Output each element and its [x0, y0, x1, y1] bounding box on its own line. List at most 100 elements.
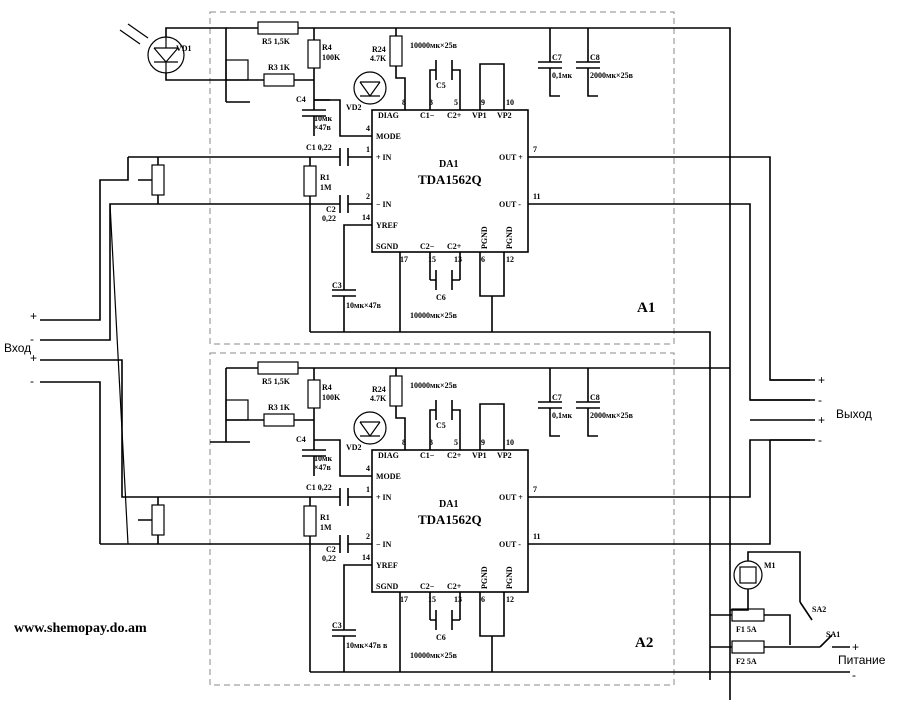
- pin-number: 11: [533, 532, 541, 541]
- pin-number: 17: [400, 595, 408, 604]
- r4-resistor: [307, 39, 321, 69]
- chip-type: TDA1562Q: [418, 512, 482, 527]
- r24-resistor: [389, 35, 403, 67]
- fuse-wires: [710, 601, 820, 648]
- pin-number: 5: [454, 438, 458, 447]
- input-a2-wires: [40, 359, 128, 544]
- r4-label: R4: [322, 43, 332, 52]
- pin-number: 14: [362, 213, 370, 222]
- r24-value: 4.7K: [370, 394, 387, 403]
- c4-value: 10мк: [314, 454, 332, 463]
- r24-wires: [395, 368, 406, 450]
- pin-number: 10: [506, 438, 514, 447]
- c3-label: C3: [332, 281, 342, 290]
- r1-label: R1: [320, 173, 330, 182]
- output-wires: [750, 379, 815, 441]
- c5-value: 10000мк×25в: [410, 381, 458, 390]
- pin-label: PGND: [505, 226, 514, 249]
- output-minus-2: -: [818, 433, 822, 447]
- c8-label: C8: [590, 53, 600, 62]
- trimmer-box: [225, 59, 249, 81]
- pin-number: 1: [366, 145, 370, 154]
- trimmer-box: [225, 399, 249, 421]
- power-plus: +: [852, 640, 859, 654]
- pin-number: 1: [366, 485, 370, 494]
- pin-label: SGND: [376, 582, 398, 591]
- pin-number: 4: [366, 464, 370, 473]
- chip-type: TDA1562Q: [418, 172, 482, 187]
- c4-value: ×47в: [314, 123, 332, 132]
- chip-name: DA1: [439, 499, 458, 510]
- out-plus-wire: [528, 439, 810, 498]
- block-a2: DA1 TDA1562Q DIAG C1− C2+ VP1 VP2 MODE +…: [100, 361, 850, 673]
- c1-label: C1 0,22: [306, 483, 332, 492]
- block-a1: DA1 TDA1562Q DIAG C1− C2+ VP1 VP2 MODE +…: [119, 21, 810, 700]
- c4-label: C4: [296, 95, 306, 104]
- pin-label: + IN: [376, 493, 392, 502]
- c7-label: C7: [552, 53, 562, 62]
- pot-a1: [151, 164, 165, 196]
- c7-c8-capacitors: [538, 28, 600, 97]
- pin-number: 8: [402, 98, 406, 107]
- pin-number: 6: [481, 595, 485, 604]
- r1-resistor: [303, 505, 317, 537]
- pin-label: C2+: [447, 582, 462, 591]
- c6-capacitor: [399, 592, 461, 672]
- pin-number: 8: [402, 438, 406, 447]
- pin-number: 7: [533, 485, 537, 494]
- website-label: www.shemopay.do.am: [14, 621, 147, 636]
- c7-label: C7: [552, 393, 562, 402]
- c1-label: C1 0,22: [306, 143, 332, 152]
- output-label: Выход: [836, 407, 872, 421]
- pin-number: 12: [506, 595, 514, 604]
- pin-label: OUT -: [499, 540, 521, 549]
- pin-number: 12: [506, 255, 514, 264]
- chip-da1-a1: [371, 109, 529, 253]
- r24-value: 4.7K: [370, 54, 387, 63]
- pin-number: 3: [429, 438, 433, 447]
- c4-value: 10мк: [314, 114, 332, 123]
- pin-label: DIAG: [378, 451, 399, 460]
- pin-number: 6: [481, 255, 485, 264]
- pin-label: DIAG: [378, 111, 399, 120]
- pot-a2: [151, 504, 165, 536]
- out-plus-wire: [528, 156, 810, 381]
- out-minus-wire: [528, 203, 810, 401]
- c1-c2: [339, 148, 349, 213]
- pin-number: 14: [362, 553, 370, 562]
- r1-value: 1M: [320, 183, 332, 192]
- m1-label: M1: [764, 561, 776, 570]
- c5-value: 10000мк×25в: [410, 41, 458, 50]
- sa2-label: SA2: [812, 605, 826, 614]
- c8-value: 2000мк×25в: [590, 411, 634, 420]
- f2-fuse: [731, 640, 765, 654]
- pin-label: − IN: [376, 540, 392, 549]
- vd2-symbol: [359, 421, 381, 438]
- block-a1-frame: [209, 11, 675, 345]
- pin-label: PGND: [480, 226, 489, 249]
- pin-label: VP1: [472, 451, 487, 460]
- vd1-wires: [165, 27, 227, 81]
- input-label: Вход: [4, 341, 31, 355]
- c2-value: 0,22: [322, 554, 336, 563]
- pin-number: 13: [454, 595, 462, 604]
- c7-c8-capacitors: [538, 368, 600, 437]
- pgnd-wires: [479, 252, 505, 332]
- r5-resistor: [257, 21, 299, 35]
- c5-label: C5: [436, 81, 446, 90]
- r1-resistor: [303, 165, 317, 197]
- c6-value: 10000мк×25в: [410, 311, 458, 320]
- pin-label: VP2: [497, 451, 512, 460]
- r24-label: R24: [372, 385, 386, 394]
- c3-value: 10мк×47в в: [346, 641, 388, 650]
- c1-c2: [339, 488, 349, 553]
- r3-resistor: [263, 73, 295, 87]
- pin-label: SGND: [376, 242, 398, 251]
- pin-label: PGND: [480, 566, 489, 589]
- r3-label: R3 1K: [268, 403, 291, 412]
- pin-label: + IN: [376, 153, 392, 162]
- pin-number: 11: [533, 192, 541, 201]
- c7-value: 0,1мк: [552, 71, 572, 80]
